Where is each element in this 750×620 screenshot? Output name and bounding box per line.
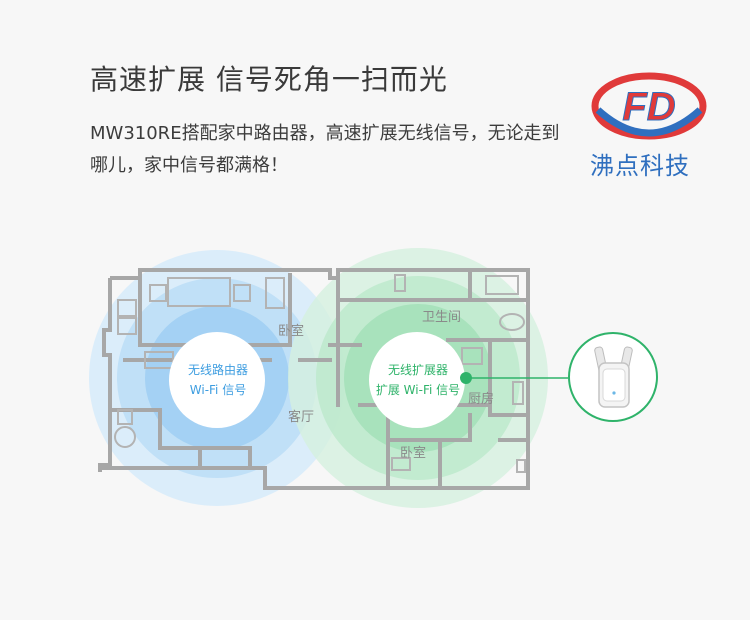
brand-name: 沸点科技	[590, 152, 690, 180]
extender-device-image	[568, 332, 658, 422]
extender-dot	[460, 372, 472, 384]
room-label-bedroom-bottom: 卧室	[400, 446, 427, 461]
description-line-1: MW310RE搭配家中路由器，高速扩展无线信号，无论走到	[90, 123, 560, 144]
room-label-kitchen: 厨房	[468, 392, 495, 407]
extender-hub	[369, 332, 465, 428]
router-label-line-2: Wi-Fi 信号	[189, 383, 247, 397]
router-coverage-label: 无线路由器 Wi-Fi 信号	[184, 360, 252, 400]
router-hub	[169, 332, 265, 428]
logo-letters: FD	[622, 85, 675, 129]
furniture	[114, 274, 526, 473]
description-line-2: 哪儿，家中信号都满格！	[90, 155, 288, 176]
router-label-line-1: 无线路由器	[187, 363, 248, 377]
room-label-living-room: 客厅	[288, 410, 315, 425]
product-description: MW310RE搭配家中路由器，高速扩展无线信号，无论走到 哪儿，家中信号都满格！	[90, 118, 670, 182]
extender-label-line-1: 无线扩展器	[387, 363, 448, 377]
extender-label-line-2: 扩展 Wi-Fi 信号	[375, 383, 461, 397]
extender-coverage-label: 无线扩展器 扩展 Wi-Fi 信号	[370, 360, 466, 400]
brand-logo: FD	[591, 72, 707, 140]
room-label-bedroom-top: 卧室	[278, 324, 305, 339]
room-label-bathroom: 卫生间	[422, 310, 462, 325]
page-title: 高速扩展 信号死角一扫而光	[90, 63, 448, 96]
